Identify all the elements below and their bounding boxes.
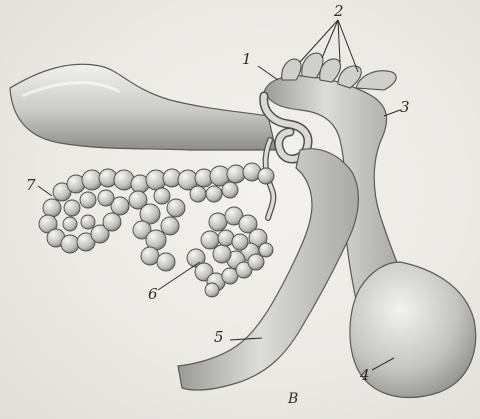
label-2: 2 <box>334 4 344 19</box>
label-6: 6 <box>148 287 158 302</box>
label-4: 4 <box>360 368 370 383</box>
figure-caption: B <box>288 392 298 406</box>
label-7: 7 <box>26 178 36 193</box>
upper-left-tube <box>10 64 276 150</box>
label-3: 3 <box>400 100 410 115</box>
label-5: 5 <box>214 330 224 345</box>
lobulated-gland <box>39 163 274 297</box>
label-1: 1 <box>242 52 252 67</box>
